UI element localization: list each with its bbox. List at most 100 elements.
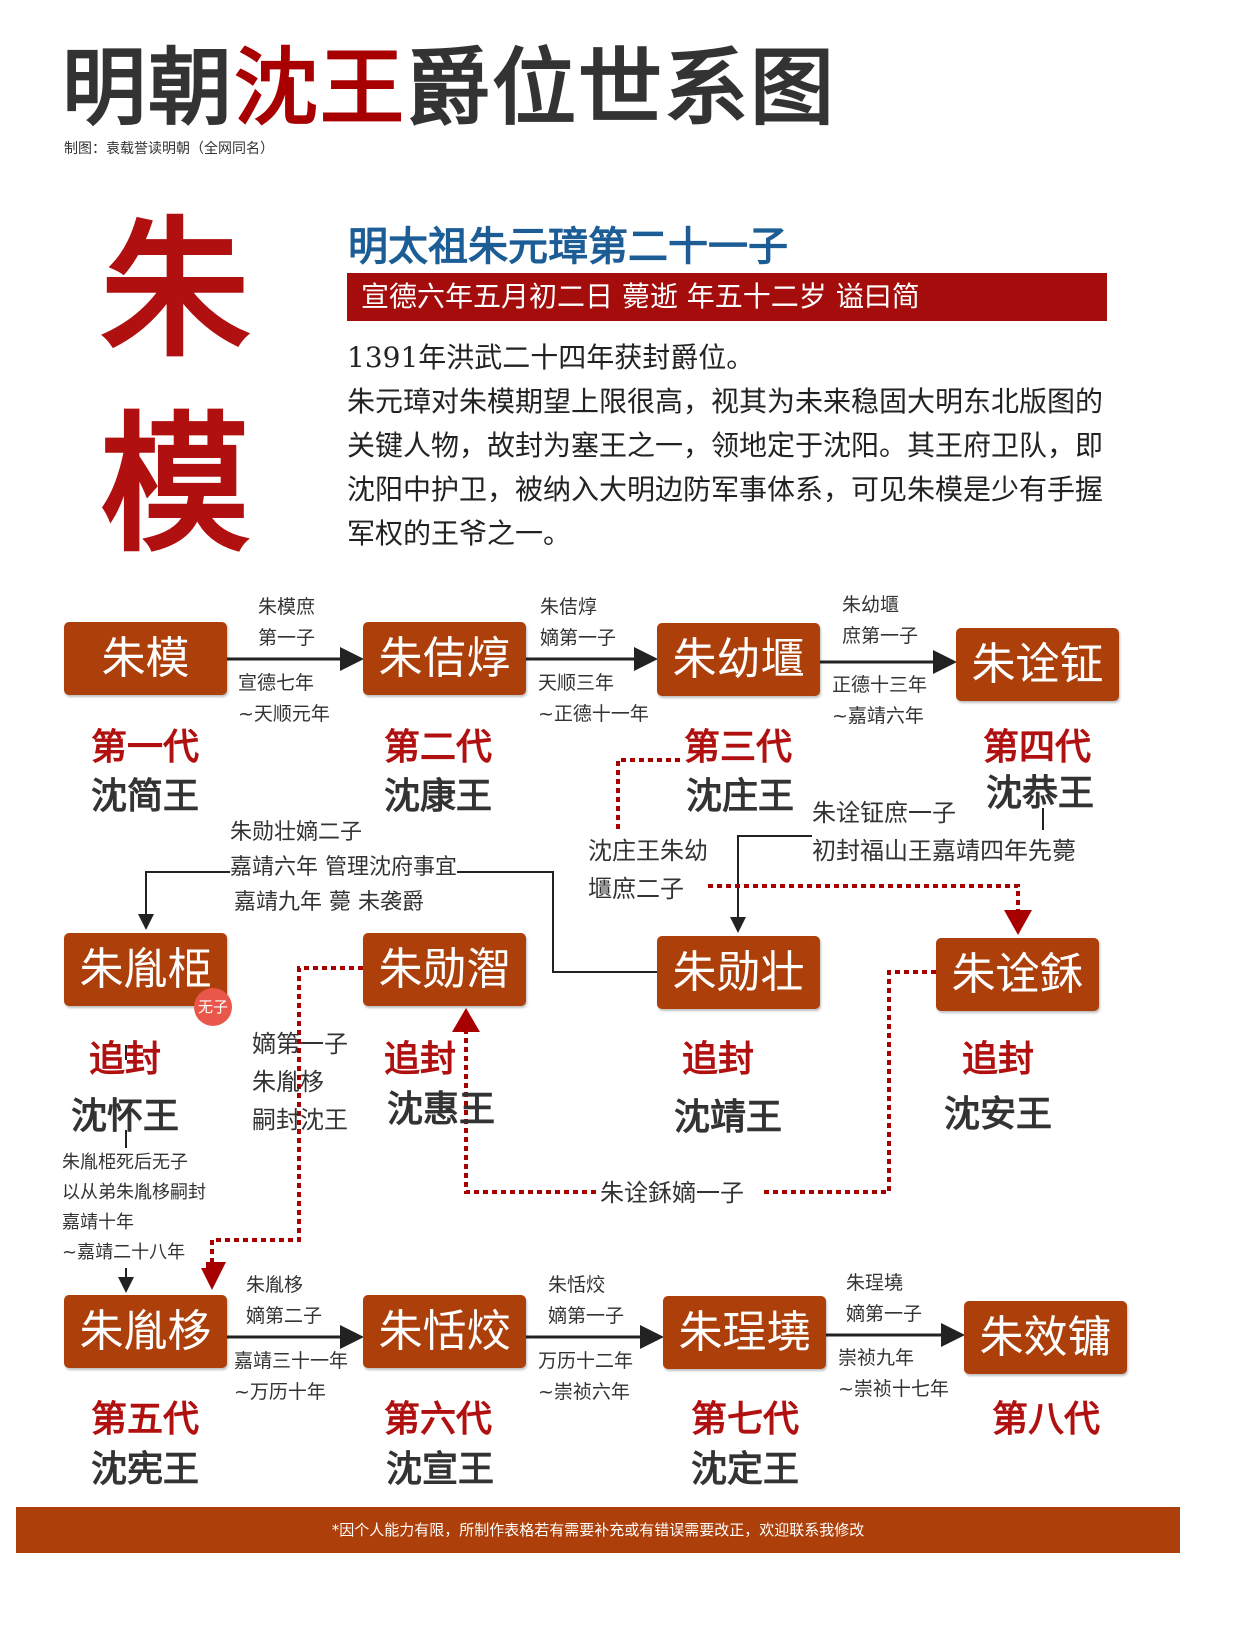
title-highlight: 沈王 (234, 39, 407, 137)
bio-line: 1391年洪武二十四年获封爵位。 (347, 341, 755, 374)
text-line: 崇祯九年 (838, 1347, 915, 1369)
line-e5 (730, 835, 812, 933)
text-line: 初封福山王嘉靖四年先薨 (812, 837, 1076, 865)
arrow-head-red (1004, 910, 1032, 935)
generation-label: 第四代 (982, 727, 1091, 768)
text-line: 宣德七年 (238, 672, 315, 694)
text-line: 嘉靖六年 管理沈府事宜 (230, 850, 457, 885)
generation-label: 第五代 (90, 1399, 199, 1440)
king-title: 沈惠王 (386, 1089, 495, 1130)
dotted-e8b (464, 1032, 596, 1194)
king-title: 沈怀王 (70, 1096, 179, 1137)
edge-label: 万历十二年 ~崇祯六年 (538, 1346, 633, 1408)
king-title: 沈简王 (90, 776, 199, 817)
node-zhu-xiaoyong: 朱效镛 (964, 1301, 1127, 1374)
edge-label: 朱幼㙺庶第一子 (842, 590, 918, 652)
node-zhu-jidun: 朱佶焞 (363, 622, 526, 695)
text-line: ~崇祯六年 (538, 1381, 630, 1403)
node-zhu-tianjiao: 朱恬烄 (363, 1295, 526, 1368)
text-line: ~嘉靖六年 (832, 705, 924, 727)
dotted-e8 (760, 970, 936, 1194)
text-line: 嘉靖九年 薨 未袭爵 (234, 890, 424, 915)
node-zhu-mo: 朱模 (64, 622, 227, 695)
founder-bio: 1391年洪武二十四年获封爵位。朱元璋对朱模期望上限很高，视其为未来稳固大明东北… (347, 336, 1117, 556)
text-line: 第一子 (258, 627, 316, 649)
node-zhu-quanhe: 朱诠鉌 (936, 938, 1099, 1011)
text-line: 朱模庶 (258, 596, 316, 618)
king-title: 沈恭王 (985, 773, 1094, 814)
text-line: 沈庄王朱幼 (588, 837, 708, 865)
text-line: ~嘉靖二十八年 (62, 1242, 186, 1263)
text-line: 以从弟朱胤栘嗣封 (62, 1182, 206, 1203)
node-zhu-youxue: 朱幼㙺 (657, 623, 820, 696)
king-title: 沈定王 (690, 1449, 799, 1490)
node-zhu-quanzheng: 朱诠钲 (956, 628, 1119, 701)
no-heir-badge: 无子 (194, 988, 232, 1026)
page-title: 明朝沈王爵位世系图 (62, 38, 836, 138)
text-line: 朱佶焞 (540, 596, 598, 618)
node-zhu-xunzhuang: 朱勋壮 (657, 936, 820, 1009)
node-zhu-chengqiao: 朱珵墝 (663, 1296, 826, 1369)
edge-label: 朱胤栘嫡第二子 (246, 1270, 322, 1332)
node-zhu-yinyi: 朱胤栘 (64, 1295, 227, 1368)
text-line: 朱胤栘 (252, 1068, 324, 1096)
text-line: 嘉靖三十一年 (234, 1350, 349, 1372)
dotted-e7 (210, 966, 363, 1262)
king-title: 沈靖王 (673, 1097, 782, 1138)
dotted-e6b (690, 884, 1020, 910)
edge-label-e6: 沈庄王朱幼㙺庶二子 (588, 832, 708, 908)
text-line: 朱胤栕死后无子 (62, 1152, 188, 1173)
edge-label: 朱模庶第一子 (258, 592, 315, 654)
footer-note: *因个人能力有限，所制作表格若有需要补充或有错误需要改正，欢迎联系我修改 (16, 1507, 1180, 1553)
king-title: 沈宣王 (385, 1449, 494, 1490)
founder-subtitle: 明太祖朱元璋第二十一子 (348, 224, 788, 270)
king-title: 沈宪王 (90, 1449, 199, 1490)
text-line: ~天顺元年 (238, 703, 330, 725)
king-title: 沈安王 (943, 1094, 1052, 1135)
edge-label: 崇祯九年~崇祯十七年 (838, 1343, 949, 1405)
text-line: 嗣封沈王 (252, 1106, 348, 1134)
text-line: ~万历十年 (234, 1381, 326, 1403)
text-line: 嘉靖十年 (62, 1212, 134, 1233)
bio-line: 朱元璋对朱模期望上限很高，视其为未来稳固大明东北版图的关键人物，故封为塞王之一，… (347, 385, 1104, 550)
edge-label-e5: 朱诠钲庶一子初封福山王嘉靖四年先薨 (812, 794, 1076, 870)
text-line: 朱诠钲庶一子 (812, 799, 956, 827)
generation-label: 追封 (88, 1039, 161, 1080)
title-part: 明朝 (62, 39, 235, 137)
king-title: 沈庄王 (685, 776, 794, 817)
text-line: ~正德十一年 (538, 703, 649, 725)
edge-label: 天顺三年 ~正德十一年 (538, 668, 649, 730)
text-line: 朱勋壮嫡二子 (230, 820, 363, 845)
arrow-head-red (452, 1008, 480, 1032)
text-line: 万历十二年 (538, 1350, 634, 1372)
generation-label: 追封 (383, 1039, 456, 1080)
edge-label: 朱佶焞嫡第一子 (540, 592, 616, 654)
edge-label: 嘉靖三十一年 ~万历十年 (234, 1346, 348, 1408)
edge-label: 正德十三年~嘉靖六年 (832, 670, 927, 732)
text-line: 天顺三年 (538, 672, 615, 694)
text-line: 朱恬烄 (548, 1274, 606, 1296)
edge-label-e7: 嫡第一子朱胤栘嗣封沈王 (252, 1025, 348, 1139)
text-line: 㙺庶二子 (588, 875, 684, 903)
line-e4 (138, 871, 657, 973)
founder-char: 朱 (100, 202, 251, 378)
text-line: 嫡第一子 (540, 627, 617, 649)
generation-label: 第八代 (991, 1399, 1100, 1440)
credit: 制图：袁载誉读明朝（全网同名） (64, 141, 274, 157)
text-line: 庶第一子 (842, 625, 919, 647)
edge-label: 朱珵墝嫡第一子 (846, 1268, 922, 1330)
node-zhu-xunfan: 朱勋潪 (363, 933, 526, 1006)
edge-label: 朱恬烄嫡第一子 (548, 1270, 624, 1332)
text-line: 朱胤栘 (246, 1274, 304, 1296)
founder-banner: 宣德六年五月初二日 薨逝 年五十二岁 谥曰简 (347, 273, 1107, 321)
edge-label-e4: 朱勋壮嫡二子嘉靖六年 管理沈府事宜嘉靖九年 薨 未袭爵 (230, 815, 457, 920)
arrow-head-red (198, 1262, 226, 1290)
title-part: 爵位世系图 (406, 39, 837, 137)
generation-label: 第三代 (683, 727, 792, 768)
dotted-e6 (616, 758, 680, 830)
generation-label: 第二代 (383, 727, 492, 768)
text-line: 嫡第一子 (548, 1305, 625, 1327)
generation-label: 第一代 (90, 727, 199, 768)
